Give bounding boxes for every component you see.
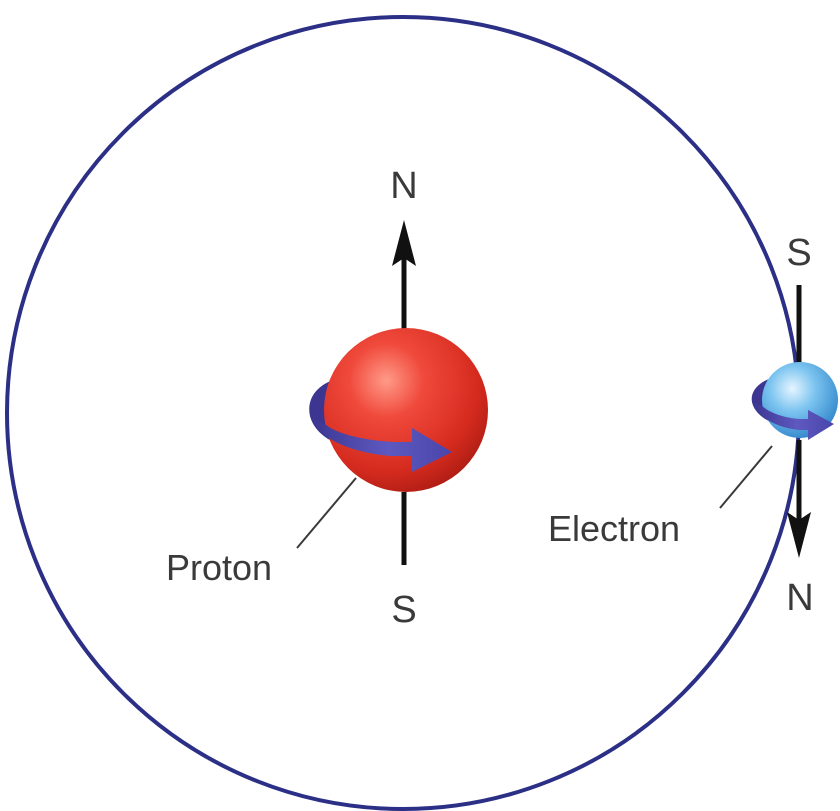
proton-label: Proton bbox=[166, 547, 272, 588]
proton-callout-line bbox=[297, 478, 356, 548]
electron-callout-line bbox=[720, 446, 772, 508]
proton-group: N S Proton bbox=[166, 165, 488, 631]
electron-south-label: S bbox=[786, 232, 811, 274]
proton-north-label: N bbox=[390, 165, 417, 207]
electron-group: S N Electron bbox=[548, 232, 838, 619]
electron-north-label: N bbox=[786, 577, 813, 619]
electron-label: Electron bbox=[548, 508, 680, 549]
proton-sphere bbox=[324, 328, 488, 492]
proton-south-label: S bbox=[391, 589, 416, 631]
